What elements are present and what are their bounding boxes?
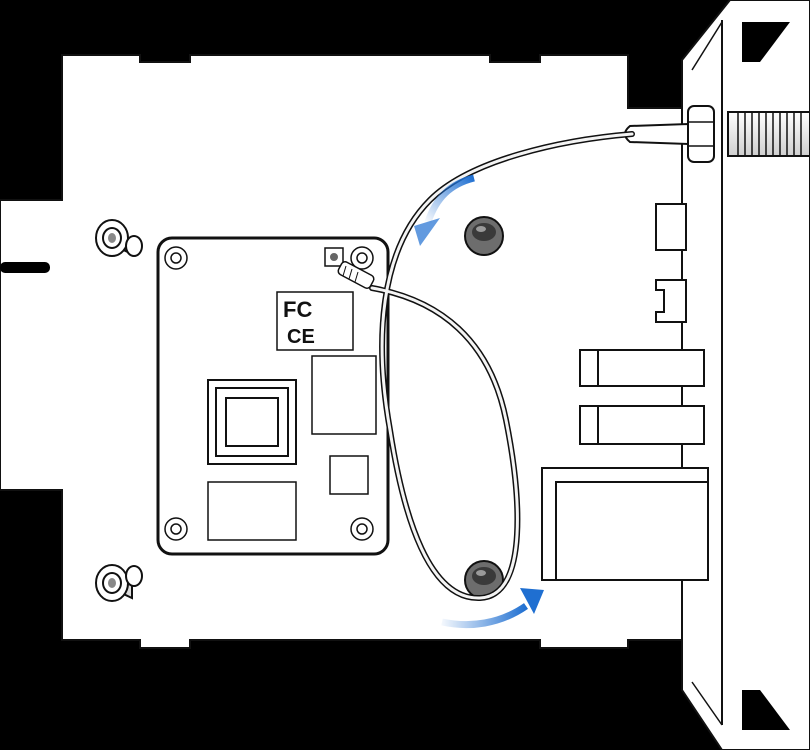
certification-label xyxy=(276,291,354,351)
header-component xyxy=(655,203,687,251)
switch-component xyxy=(655,279,687,323)
mounting-hole xyxy=(164,246,188,270)
rotation-arrow-icon xyxy=(414,174,475,246)
standoff-icon xyxy=(464,560,504,600)
bracket-cutout-top xyxy=(742,22,790,62)
memory-chip xyxy=(207,481,297,541)
usb-port-bottom xyxy=(579,405,705,445)
small-chip xyxy=(329,455,369,495)
usb-port-top xyxy=(579,349,705,387)
wifi-module: FC CE xyxy=(156,236,390,556)
ufl-connector-icon xyxy=(324,247,344,267)
bracket-cutout-bottom xyxy=(742,690,790,730)
screw-spacer-top xyxy=(95,219,143,257)
mounting-hole xyxy=(164,517,188,541)
rotation-arrow-icon xyxy=(441,588,544,629)
chip-component xyxy=(311,355,377,435)
mounting-hole xyxy=(350,246,374,270)
antenna-cable xyxy=(337,131,635,602)
board-slot xyxy=(0,262,50,273)
fcc-mark: FC xyxy=(283,297,312,322)
standoff-icon xyxy=(464,216,504,256)
mounting-bracket xyxy=(681,0,810,750)
mounting-hole xyxy=(350,517,374,541)
screw-spacer-bottom xyxy=(95,564,143,602)
antenna-connector-icon xyxy=(624,105,810,163)
ce-mark: CE xyxy=(287,326,315,348)
ethernet-port xyxy=(541,467,709,581)
main-chip xyxy=(207,379,297,465)
